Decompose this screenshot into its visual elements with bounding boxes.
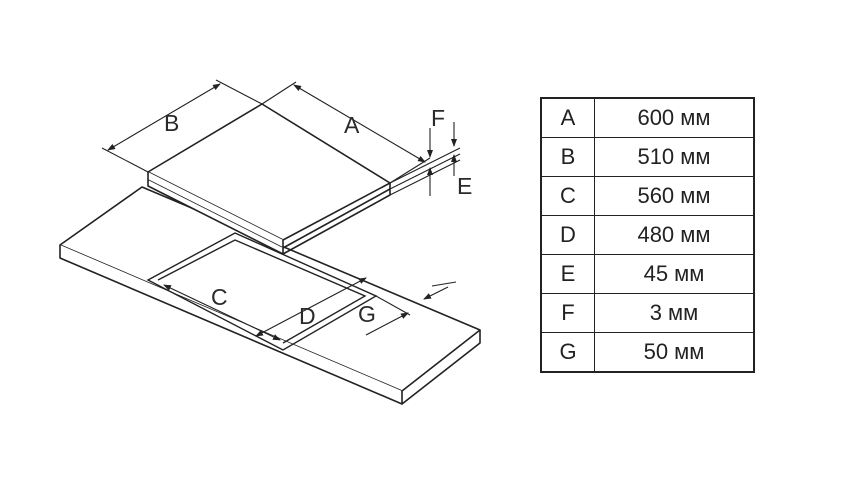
dimension-value: 510 мм: [594, 137, 755, 177]
dimension-key: E: [540, 254, 595, 294]
label-d: D: [299, 303, 316, 329]
dimension-value: 45 мм: [594, 254, 755, 294]
dimension-lines: [101, 79, 461, 341]
dimension-key: B: [540, 137, 595, 177]
label-f: F: [431, 105, 445, 131]
dimension-value: 480 мм: [594, 215, 755, 255]
dimension-key: G: [540, 332, 595, 373]
label-c: C: [211, 284, 228, 310]
dimension-key: C: [540, 176, 595, 216]
dimension-value: 600 мм: [594, 97, 755, 138]
dimension-value: 560 мм: [594, 176, 755, 216]
label-a: A: [344, 112, 360, 138]
installation-diagram: B A F E C D G: [59, 79, 481, 405]
dimension-value: 3 мм: [594, 293, 755, 333]
dimension-key: D: [540, 215, 595, 255]
label-g: G: [358, 301, 376, 327]
label-b: B: [164, 110, 179, 136]
dimension-key: A: [540, 97, 595, 138]
dimension-value: 50 мм: [594, 332, 755, 373]
label-e: E: [457, 173, 472, 199]
dimension-key: F: [540, 293, 595, 333]
